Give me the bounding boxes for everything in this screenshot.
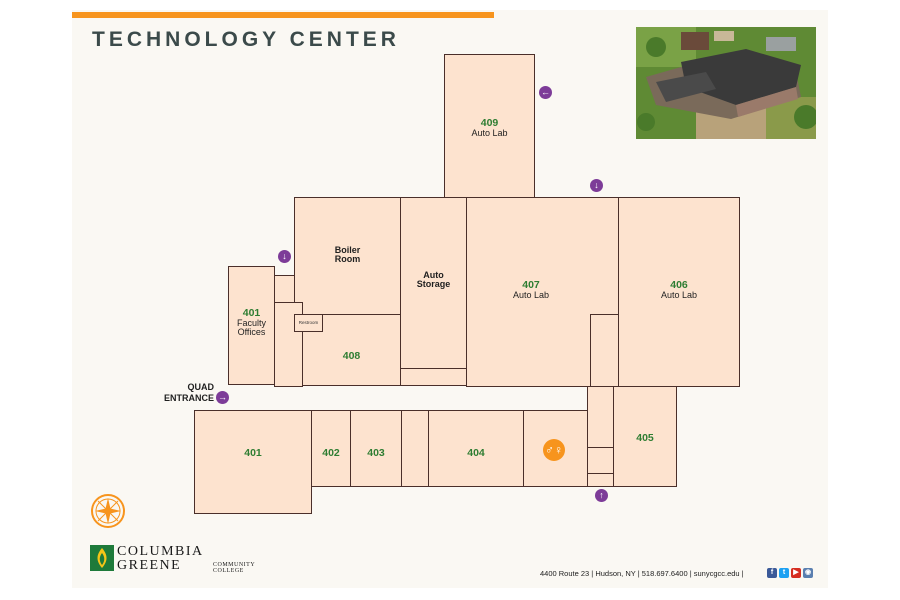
vestibule-lower	[587, 473, 614, 487]
restroom-icon: ♂♀	[543, 439, 565, 461]
corridor-east	[587, 386, 614, 448]
college-logo-icon	[90, 545, 114, 576]
vestibule-upper	[587, 447, 614, 474]
logo-line-2: GREENE	[117, 558, 182, 573]
college-logo-text: COLUMBIA GREENE COMMUNITY COLLEGE	[117, 544, 254, 575]
entrance-arrow-409[interactable]: ←	[539, 86, 552, 99]
logo-line-1: COLUMBIA	[117, 544, 204, 559]
auto-storage[interactable]	[400, 197, 467, 369]
quad-entrance-label: QUAD ENTRANCE	[150, 382, 214, 404]
facebook-icon[interactable]: f	[767, 568, 777, 578]
room-401-faculty-offices[interactable]	[228, 266, 275, 385]
room-402-number: 402	[322, 447, 340, 459]
faculty-offices-name-1: Faculty	[236, 318, 266, 329]
quad-entrance-arrow[interactable]: →	[216, 391, 229, 404]
youtube-icon[interactable]: ▶	[791, 568, 801, 578]
faculty-offices-name-2: Offices	[237, 327, 266, 338]
room-408-number: 408	[342, 350, 361, 362]
entrance-arrow-407[interactable]: ↓	[590, 179, 603, 192]
restroom-overlay	[294, 314, 323, 332]
boiler-room-name-1: Boiler	[334, 245, 361, 255]
quad-entrance-line2: ENTRANCE	[163, 392, 214, 403]
logo-line-3: COMMUNITY COLLEGE	[213, 562, 255, 574]
quad-entrance-line1: QUAD	[187, 382, 215, 392]
room-401-number: 401	[244, 447, 262, 459]
stairwell	[401, 410, 429, 487]
footer-contact: 4400 Route 23 | Hudson, NY | 518.697.640…	[540, 569, 744, 578]
auto-storage-name-2: Storage	[416, 279, 451, 290]
aerial-view-thumbnail	[636, 27, 816, 139]
compass-icon	[90, 493, 126, 534]
room-401[interactable]	[194, 410, 312, 514]
room-407-name: Auto Lab	[512, 290, 550, 301]
room-406[interactable]	[618, 197, 740, 387]
room-403[interactable]	[350, 410, 402, 487]
room-405[interactable]	[613, 386, 677, 487]
room-406-name: Auto Lab	[660, 290, 698, 301]
entrance-arrow-boiler[interactable]: ↓	[278, 250, 291, 263]
corridor-stub-upper	[274, 275, 295, 303]
room-405-number: 405	[636, 432, 654, 444]
twitter-icon[interactable]: t	[779, 568, 789, 578]
room-407-notch	[590, 314, 619, 387]
boiler-room-name-2: Room	[334, 254, 361, 265]
auto-storage-lower	[400, 368, 467, 386]
entrance-arrow-south[interactable]: ↑	[595, 489, 608, 502]
room-409-name: Auto Lab	[471, 128, 508, 139]
room-404-number: 404	[467, 447, 485, 459]
room-404[interactable]	[428, 410, 524, 487]
room-409-number: 409	[480, 117, 499, 129]
page-title: TECHNOLOGY CENTER	[92, 28, 400, 51]
room-406-number: 406	[670, 279, 688, 291]
restroom-label-overlay: Restroom	[298, 320, 319, 325]
room-403-number: 403	[367, 447, 385, 459]
room-407-number: 407	[522, 279, 540, 291]
accent-bar	[72, 12, 494, 18]
flickr-icon[interactable]: ◉	[803, 568, 813, 578]
room-401-faculty-number: 401	[242, 307, 261, 319]
auto-storage-name-1: Auto	[423, 270, 444, 280]
